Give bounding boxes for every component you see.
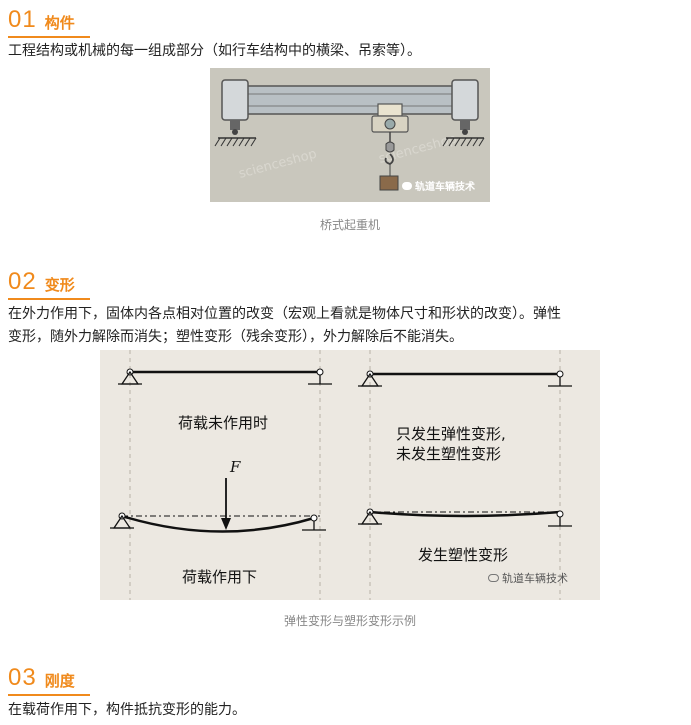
section-divider [8,298,90,300]
section-divider [8,694,90,696]
label-elastic: 只发生弹性变形, 未发生塑性变形 [396,424,506,464]
section-01-header: 01 构件 [8,6,75,33]
wechat-icon [488,574,499,582]
label-elastic-line-2: 未发生塑性变形 [396,445,502,463]
section-02-header: 02 变形 [8,268,75,295]
watermark: 轨道车辆技术 [488,570,568,586]
crane-drawing: scienceshop scienceshop [214,79,485,191]
label-loaded: 荷载作用下 [182,568,258,586]
section-title: 构件 [44,14,75,32]
section-title: 刚度 [44,672,75,690]
section-03-text: 在载荷作用下，构件抵抗变形的能力。 [8,702,246,718]
label-elastic-line-1: 只发生弹性变形, [396,425,506,443]
section-02-text-line-1: 在外力作用下，固体内各点相对位置的改变（宏观上看就是物体尺寸和形状的改变）。弹性 [8,306,561,322]
watermark-text: 轨道车辆技术 [415,182,475,193]
deformation-diagram [110,350,572,600]
section-03-header: 03 刚度 [8,664,75,691]
label-plastic: 发生塑性变形 [418,546,509,564]
deformation-figure: 荷载未作用时 只发生弹性变形, 未发生塑性变形 F 荷载作用下 发生塑性变形 轨… [100,350,600,600]
section-number: 01 [8,6,37,33]
watermark-text: 轨道车辆技术 [502,572,568,585]
crane-figure: scienceshop scienceshop [210,68,490,202]
wechat-icon [402,181,412,190]
label-unloaded: 荷载未作用时 [178,414,269,432]
section-number: 02 [8,268,37,295]
deformation-caption: 弹性变形与塑形变形示例 [283,614,416,628]
section-title: 变形 [44,276,75,294]
section-number: 03 [8,664,37,691]
watermark: 轨道车辆技术 [402,178,475,193]
force-label: F [230,458,241,476]
section-02-text: 在外力作用下，固体内各点相对位置的改变（宏观上看就是物体尺寸和形状的改变）。弹性… [8,303,686,349]
section-divider [8,36,90,38]
svg-text:scienceshop: scienceshop [237,147,318,182]
section-02-text-line-2: 变形，随外力解除而消失；塑性变形（残余变形），外力解除后不能消失。 [8,329,463,345]
section-01-text: 工程结构或机械的每一组成部分（如行车结构中的横梁、吊索等）。 [8,43,421,59]
crane-caption: 桥式起重机 [319,218,380,232]
